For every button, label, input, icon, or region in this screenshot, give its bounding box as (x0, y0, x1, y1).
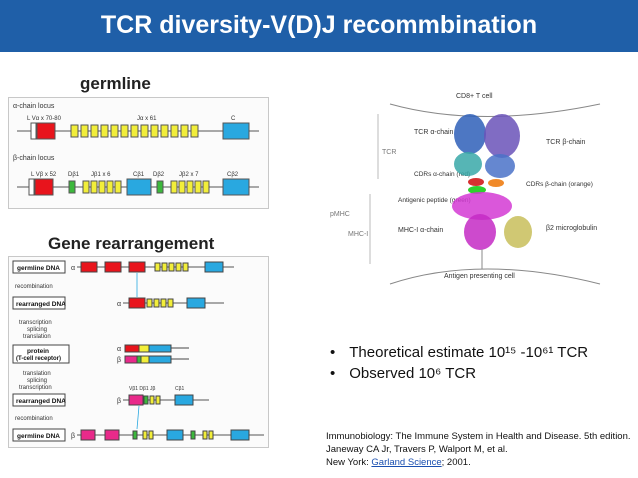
beta-v-label: L Vβ x 52 (31, 172, 57, 178)
germline-loci-panel: α-chain locus L Vα x 70-80 Jα x 61 C β-c… (8, 97, 269, 209)
gene-rearrangement-label: Gene rearrangement (48, 234, 215, 253)
step-rearranged-dna-2: rearranged DNA (16, 398, 66, 405)
alpha-v-label: L Vα x 70-80 (27, 116, 62, 122)
svg-text:α: α (71, 265, 75, 272)
beta-c1-label: Cβ1 (133, 172, 145, 178)
alpha-locus-label: α-chain locus (13, 103, 55, 110)
rearrangement-diagram: germline DNA α recombination rearranged … (12, 260, 264, 442)
step-translation: translation (23, 334, 51, 340)
beta-d2-segment (156, 180, 164, 194)
beta-d1-label: Dβ1 (68, 172, 80, 178)
svg-text:β: β (71, 433, 75, 440)
svg-text:α: α (117, 301, 121, 308)
svg-text:splicing: splicing (27, 378, 47, 384)
beta-locus-label: β-chain locus (13, 155, 55, 162)
svg-text:α: α (117, 346, 121, 353)
beta-j1-label: Jβ1 x 6 (91, 172, 111, 178)
beta-d1-segment (68, 180, 76, 194)
cd8-t-cell-label: CD8+ T cell (456, 93, 493, 100)
cdr-beta-label: CDRs β-chain (orange) (526, 181, 593, 188)
alpha-j-segments (70, 124, 199, 138)
step-recombination-2: recombination (15, 416, 53, 422)
svg-text:β: β (117, 357, 121, 364)
tcr-alpha-label: TCR α-chain (414, 129, 454, 136)
tcr-alpha-shape (454, 114, 486, 154)
germline-label: germline (80, 74, 151, 93)
peptide-shape (468, 186, 486, 194)
rearrangement-panel: germline DNA α recombination rearranged … (8, 256, 269, 448)
title-bar: TCR diversity-V(D)J recommbination (0, 0, 638, 52)
beta-j2-segments (170, 180, 210, 194)
mhc-alpha-shape (452, 192, 512, 220)
tcr-pmhc-structure-illustration: CD8+ T cell TCR TCR α-chain TCR β-chain … (330, 93, 601, 285)
svg-text:Cβ1: Cβ1 (175, 386, 184, 392)
step-protein: protein (27, 348, 49, 355)
reference-year: ; 2001. (441, 457, 471, 468)
beta-d2-label: Dβ2 (153, 172, 165, 178)
apc-label: Antigen presenting cell (444, 273, 515, 280)
svg-text:Vβ1 Dβ1 Jβ: Vβ1 Dβ1 Jβ (129, 386, 156, 392)
cdr-beta-shape (488, 179, 504, 187)
bullet-observed: Observed 10⁶ TCR (330, 365, 588, 382)
reference-publisher-prefix: New York: (326, 457, 372, 468)
beta-j1-segments (82, 180, 122, 194)
step-recombination: recombination (15, 284, 53, 290)
beta-c1-segment (126, 178, 152, 196)
tcr-beta-label: TCR β-chain (546, 139, 586, 146)
reference-line-2: Janeway CA Jr, Travers P, Walport M, et … (326, 444, 508, 455)
mhc1-label: MHC-I (348, 231, 368, 238)
svg-text:transcription: transcription (19, 385, 52, 391)
svg-text:β: β (117, 398, 121, 405)
beta-c2-label: Cβ2 (227, 172, 239, 178)
bullet-list: Theoretical estimate 10¹⁵ -10⁶¹ TCR Obse… (330, 344, 588, 386)
beta-c2-segment (222, 178, 250, 196)
tcr-beta-shape (484, 114, 520, 158)
alpha-c-label: C (231, 116, 236, 122)
alpha-j-label: Jα x 61 (137, 116, 157, 122)
mhc-alpha-label: MHC-I α-chain (398, 227, 443, 234)
b2m-shape (504, 216, 532, 248)
bullet-theoretical-estimate: Theoretical estimate 10¹⁵ -10⁶¹ TCR (330, 344, 588, 361)
reference-citation: Immunobiology: The Immune System in Heal… (326, 430, 631, 469)
germline-loci-diagram: α-chain locus L Vα x 70-80 Jα x 61 C β-c… (13, 103, 259, 196)
step-protein-sub: (T-cell receptor) (16, 356, 61, 362)
cdr-alpha-label: CDRs α-chain (red) (414, 171, 470, 178)
peptide-label: Antigenic peptide (green) (398, 197, 471, 204)
slide-title: TCR diversity-V(D)J recommbination (100, 11, 538, 39)
b2m-label: β2 microglobulin (546, 225, 597, 232)
beta-v-segment (34, 178, 54, 196)
step-rearranged-dna: rearranged DNA (16, 301, 66, 308)
step-splicing: splicing (27, 327, 47, 333)
reference-line-3: New York: Garland Science; 2001. (326, 456, 631, 469)
svg-text:translation: translation (23, 371, 51, 377)
step-germline-dna: germline DNA (17, 265, 60, 272)
alpha-v-segment (36, 122, 56, 140)
cdr-alpha-shape (468, 178, 484, 186)
beta-j2-label: Jβ2 x 7 (179, 172, 199, 178)
alpha-c-segment (222, 122, 250, 140)
garland-science-link[interactable]: Garland Science (371, 457, 442, 468)
tcr-label: TCR (382, 149, 396, 156)
step-transcription: transcription (19, 320, 52, 326)
pmhc-label: pMHC (330, 211, 350, 218)
step-germline-dna-2: germline DNA (17, 433, 60, 440)
reference-line-1: Immunobiology: The Immune System in Heal… (326, 431, 631, 442)
